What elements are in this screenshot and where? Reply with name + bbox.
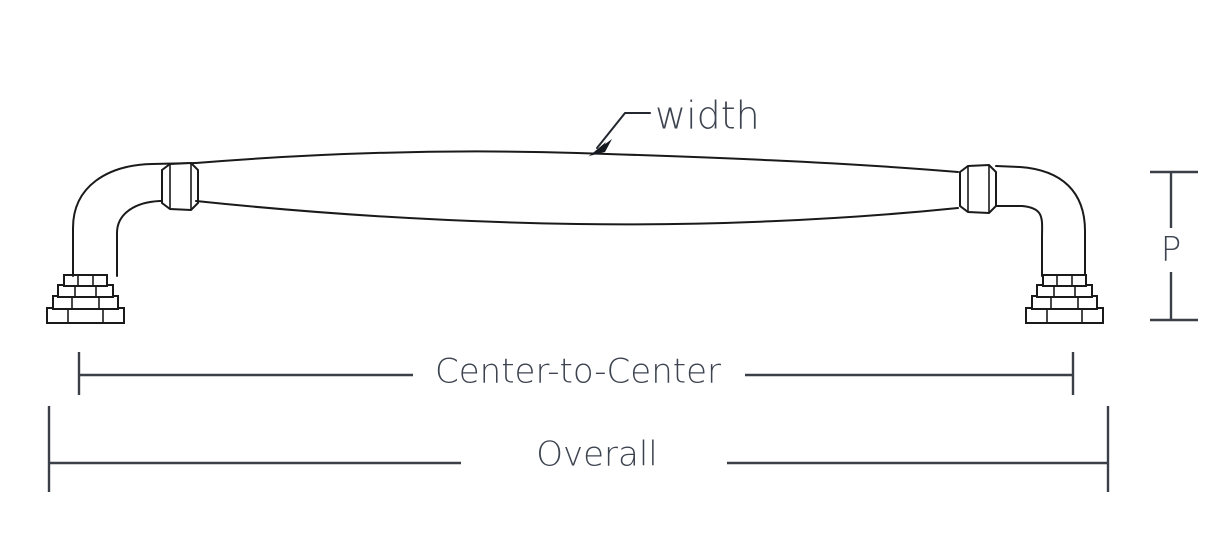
left-collar-ring [161, 161, 199, 212]
right-foot-pedestal [1025, 274, 1104, 324]
center-bar [195, 150, 959, 226]
left-foot-pedestal [46, 274, 125, 324]
projection-dimension [1150, 170, 1198, 322]
width-label: width [655, 94, 760, 138]
overall-label: Overall [536, 435, 658, 475]
width-arrow-tip [589, 139, 612, 156]
right-elbow [995, 165, 1086, 277]
right-collar-ring [959, 163, 997, 215]
width-arrowhead [588, 142, 606, 157]
center-to-center-dimension [77, 352, 1075, 395]
center-to-center-label: Center-to-Center [435, 352, 721, 392]
projection-label: P [1161, 230, 1182, 270]
width-annotation [588, 112, 651, 157]
left-elbow [72, 162, 197, 277]
overall-dimension [47, 406, 1110, 492]
